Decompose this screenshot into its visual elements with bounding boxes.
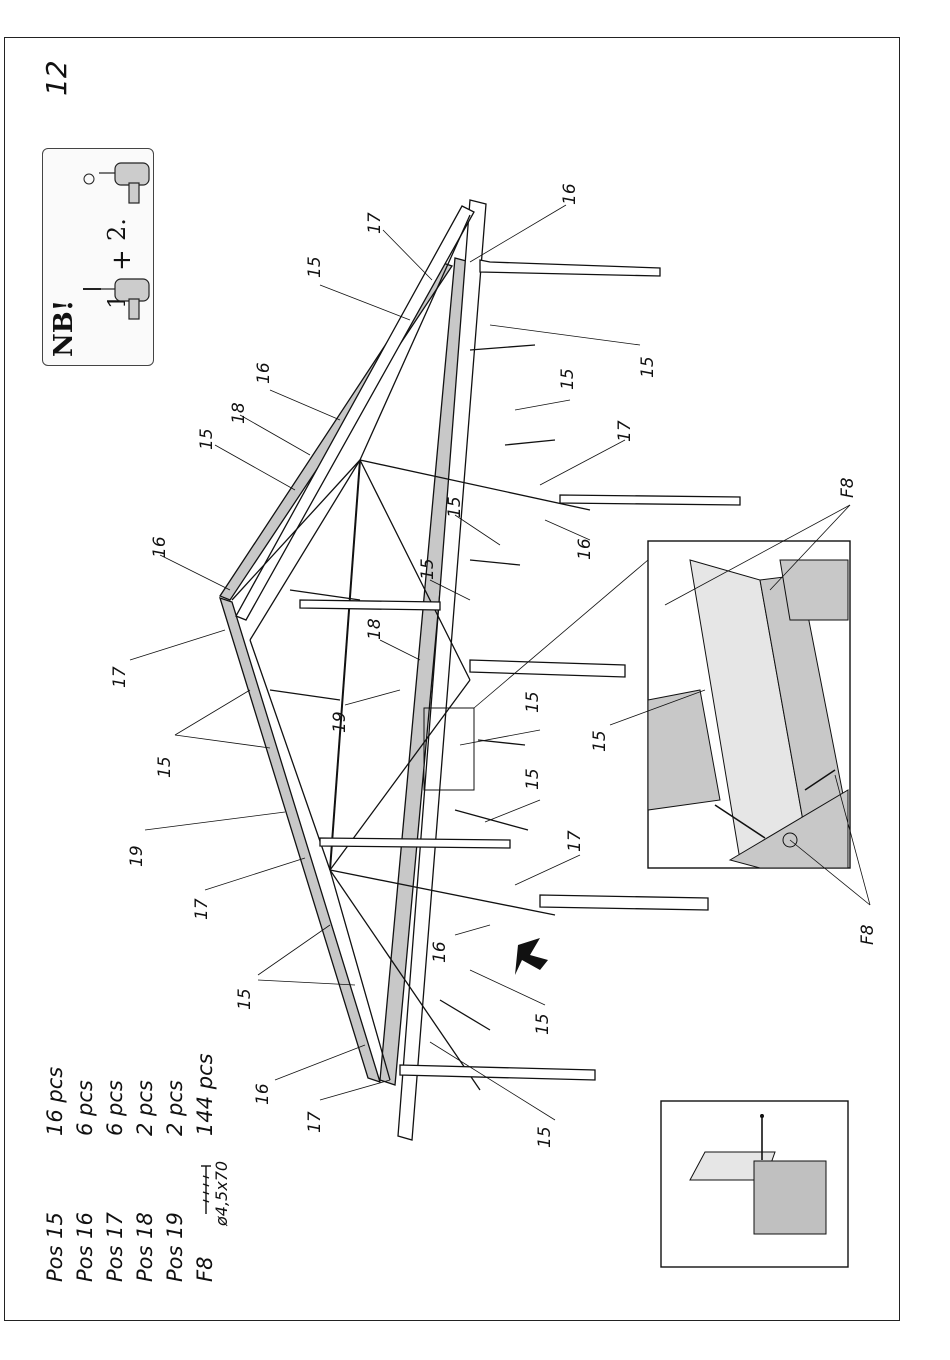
brace: [455, 810, 528, 830]
brace: [470, 560, 520, 565]
brace: [270, 690, 340, 700]
callout-15: 15: [418, 558, 438, 580]
part-name: F8: [190, 1257, 220, 1282]
brace: [440, 1000, 490, 1030]
brace: [505, 440, 555, 445]
callout-15: 15: [558, 368, 578, 390]
screw-icon: [201, 1166, 211, 1214]
hip-rafter: [360, 460, 590, 510]
part-qty: 144 pcs: [190, 1053, 220, 1136]
brace: [470, 345, 535, 350]
callout-17: 17: [365, 212, 385, 234]
part-name: Pos 16: [70, 1212, 100, 1282]
post: [480, 260, 660, 276]
callout-15: 15: [305, 256, 325, 278]
part-qty: 6 pcs: [70, 1080, 100, 1136]
callout-16: 16: [253, 1083, 273, 1105]
post: [400, 1065, 595, 1080]
callout-15: 15: [590, 730, 610, 752]
callout-19: 19: [330, 711, 350, 733]
part-qty: 16 pcs: [40, 1067, 70, 1136]
callout-16: 16: [560, 183, 580, 205]
hip-rafter: [250, 640, 330, 870]
ridge-beam: [330, 460, 360, 870]
callout-15: 15: [235, 988, 255, 1010]
part-name: Pos 17: [100, 1212, 130, 1282]
screw-spec: ø4,5x70: [212, 1161, 231, 1226]
detail-inset: [648, 541, 850, 868]
post: [470, 660, 625, 677]
callout-15: 15: [535, 1126, 555, 1148]
fastening-detail: [661, 1101, 848, 1267]
callout-18: 18: [229, 402, 249, 424]
callout-15: 15: [197, 428, 217, 450]
callout-17: 17: [192, 898, 212, 920]
direction-arrow: [515, 938, 548, 975]
callout-17: 17: [110, 666, 130, 688]
callout-16: 16: [430, 941, 450, 963]
part-name: Pos 19: [160, 1212, 190, 1282]
callout-16: 16: [150, 536, 170, 558]
callout-15: 15: [523, 691, 543, 713]
part-qty: 6 pcs: [100, 1080, 130, 1136]
callout-17: 17: [305, 1111, 325, 1133]
callout-18: 18: [365, 618, 385, 640]
post: [300, 600, 440, 610]
callout-19: 19: [127, 845, 147, 867]
part-qty: 2 pcs: [160, 1080, 190, 1136]
part-qty: 2 pcs: [130, 1080, 160, 1136]
post: [540, 895, 708, 910]
callout-16: 16: [254, 362, 274, 384]
callout-15: 15: [155, 756, 175, 778]
callout-16: 16: [575, 538, 595, 560]
part-name: Pos 18: [130, 1212, 160, 1282]
brace: [478, 740, 525, 745]
post: [320, 838, 510, 848]
part-name: Pos 15: [40, 1212, 70, 1282]
hip-rafter: [330, 870, 555, 915]
callout-15: 15: [523, 768, 543, 790]
callout-17: 17: [615, 420, 635, 442]
callout-15: 15: [445, 496, 465, 518]
callout-17: 17: [565, 830, 585, 852]
callout-f8: F8: [838, 477, 858, 498]
callout-15: 15: [638, 356, 658, 378]
callout-f8: F8: [858, 924, 878, 945]
callout-15: 15: [533, 1013, 553, 1035]
post: [560, 495, 740, 505]
